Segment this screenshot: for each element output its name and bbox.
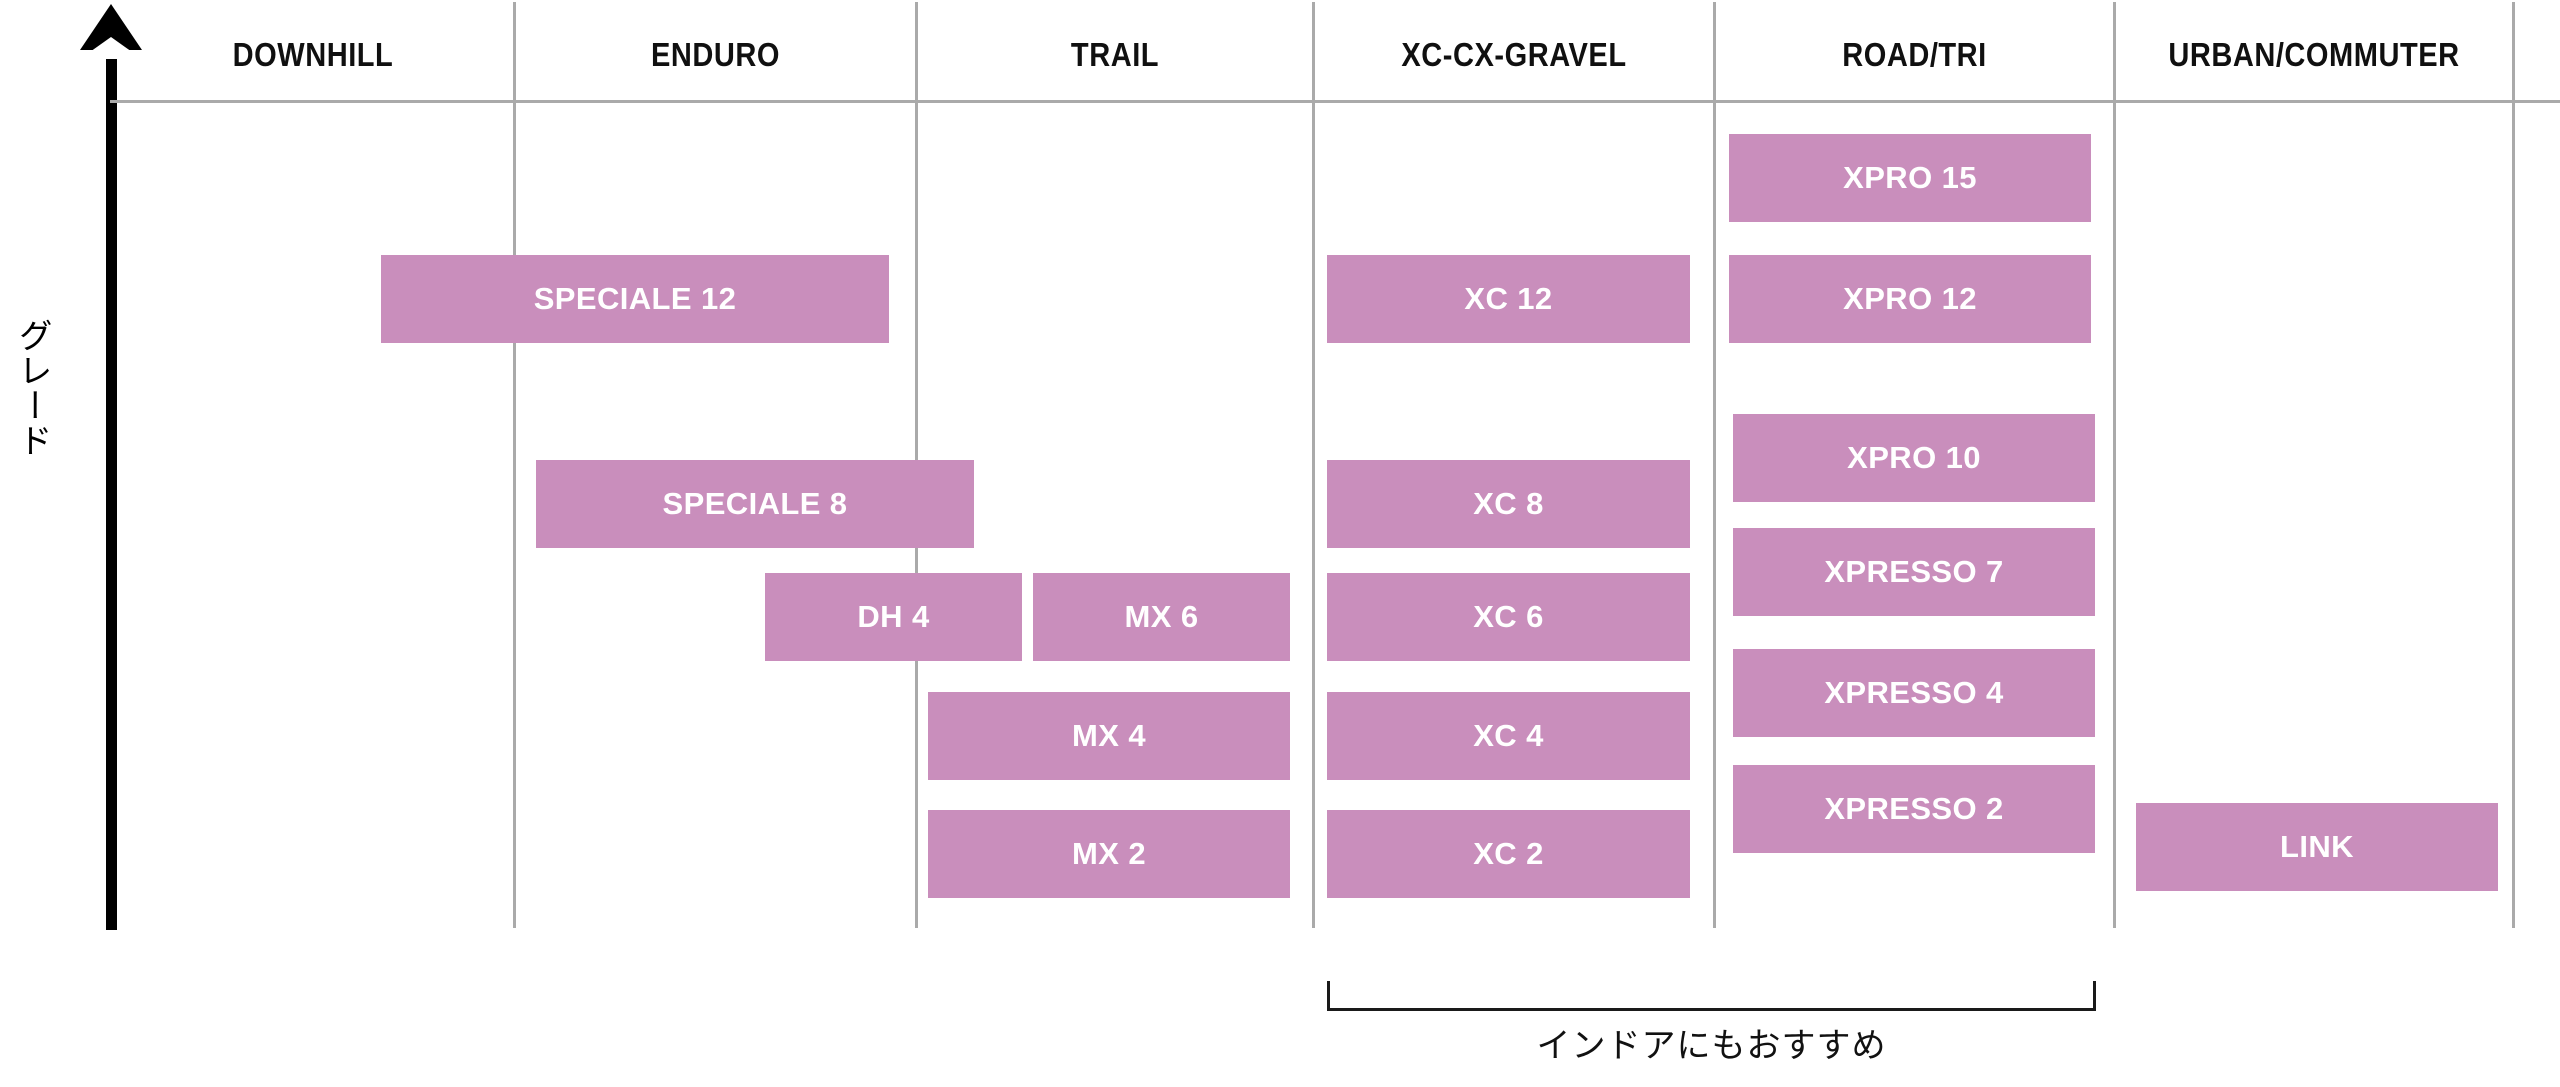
column-header-downhill: DOWNHILL bbox=[232, 36, 394, 73]
column-header-enduro: ENDURO bbox=[650, 36, 781, 73]
axis-shaft bbox=[106, 24, 117, 930]
column-divider-1 bbox=[513, 2, 516, 928]
bar-xc-12[interactable]: XC 12 bbox=[1327, 255, 1690, 343]
column-header-urban-commuter: URBAN/COMMUTER bbox=[2168, 36, 2460, 73]
column-header-xc-cx-gravel: XC-CX-GRAVEL bbox=[1401, 36, 1627, 73]
indoor-recommendation-caption: インドアにもおすすめ bbox=[1536, 1027, 1887, 1065]
bracket-line bbox=[1327, 1008, 2096, 1011]
arrow-head-notch bbox=[80, 37, 142, 59]
header-rule bbox=[110, 100, 2560, 103]
column-divider-6 bbox=[2512, 2, 2515, 928]
indoor-recommendation-bracket bbox=[1327, 981, 2096, 1011]
bar-xpresso-4[interactable]: XPRESSO 4 bbox=[1733, 649, 2095, 737]
bar-mx-4[interactable]: MX 4 bbox=[928, 692, 1290, 780]
bar-mx-2[interactable]: MX 2 bbox=[928, 810, 1290, 898]
bar-xc-8[interactable]: XC 8 bbox=[1327, 460, 1690, 548]
bar-xpro-12[interactable]: XPRO 12 bbox=[1729, 255, 2091, 343]
bar-speciale-12[interactable]: SPECIALE 12 bbox=[381, 255, 889, 343]
bar-xc-6[interactable]: XC 6 bbox=[1327, 573, 1690, 661]
column-divider-4 bbox=[1713, 2, 1716, 928]
y-axis-label: グレード bbox=[13, 318, 51, 458]
column-divider-5 bbox=[2113, 2, 2116, 928]
bar-mx-6[interactable]: MX 6 bbox=[1033, 573, 1290, 661]
column-header-road-tri: ROAD/TRI bbox=[1842, 36, 1987, 73]
bracket-tick-right bbox=[2093, 981, 2096, 1011]
bar-xpresso-2[interactable]: XPRESSO 2 bbox=[1733, 765, 2095, 853]
bar-xpro-10[interactable]: XPRO 10 bbox=[1733, 414, 2095, 502]
bracket-tick-left bbox=[1327, 981, 1330, 1011]
bar-xc-4[interactable]: XC 4 bbox=[1327, 692, 1690, 780]
column-divider-3 bbox=[1312, 2, 1315, 928]
column-header-trail: TRAIL bbox=[1070, 36, 1160, 73]
bar-dh-4[interactable]: DH 4 bbox=[765, 573, 1022, 661]
bar-link[interactable]: LINK bbox=[2136, 803, 2498, 891]
bar-xc-2[interactable]: XC 2 bbox=[1327, 810, 1690, 898]
bar-speciale-8[interactable]: SPECIALE 8 bbox=[536, 460, 974, 548]
bar-xpro-15[interactable]: XPRO 15 bbox=[1729, 134, 2091, 222]
grade-axis-up-arrow-icon bbox=[80, 4, 142, 930]
bar-xpresso-7[interactable]: XPRESSO 7 bbox=[1733, 528, 2095, 616]
